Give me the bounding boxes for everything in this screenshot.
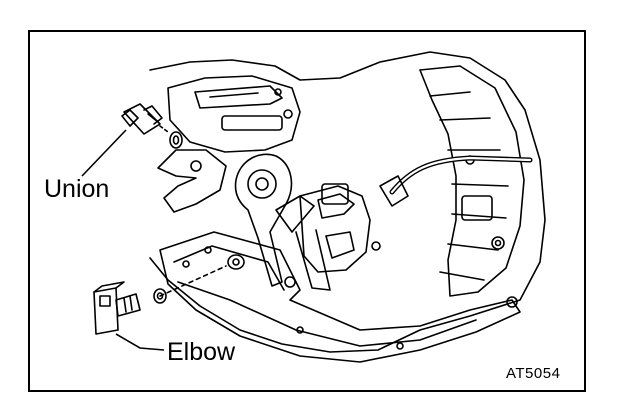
union-hex [121, 109, 139, 127]
bracket-hole [190, 160, 202, 172]
union-washer [169, 131, 183, 149]
switch-body [299, 185, 371, 273]
elbow-washer-inner [156, 292, 164, 300]
bell-housing [419, 65, 525, 297]
manual-lever [234, 153, 293, 287]
union-label: Union [44, 175, 110, 203]
union-leader-line [81, 129, 127, 177]
case-pad [461, 195, 493, 221]
oil-pan [159, 231, 521, 363]
elbow-port [227, 254, 245, 270]
lever-pivot-hub [255, 177, 269, 191]
bolt-head [494, 239, 502, 247]
transmission-case-outline [149, 51, 546, 353]
elbow-fitting-thread [123, 295, 133, 313]
upper-bracket [194, 85, 283, 109]
lever-arm [275, 195, 315, 233]
throttle-bracket [157, 149, 227, 213]
union-washer-inner [172, 135, 180, 145]
figure-code: AT5054 [506, 365, 561, 382]
elbow-fitting-cap [93, 281, 125, 293]
bolt-head [283, 109, 293, 119]
bolt-head [274, 88, 282, 96]
upper-slot [221, 115, 283, 131]
upper-housing [167, 75, 301, 153]
elbow-port-inner [232, 258, 240, 266]
pan-bolt [296, 326, 304, 334]
elbow-leader-line [115, 333, 165, 351]
union-fitting [123, 103, 161, 135]
tube-fitting [379, 175, 409, 207]
pan-bolt [204, 246, 212, 254]
union-centerline [159, 125, 169, 133]
figure-frame [28, 30, 586, 392]
pan-bolt [182, 260, 190, 268]
cooler-line-inner [390, 156, 532, 194]
pan-bolt [396, 342, 404, 350]
bolt-head [371, 241, 381, 251]
elbow-fitting-nozzle [115, 293, 141, 317]
switch-connector [321, 183, 349, 205]
elbow-centerline [159, 265, 227, 297]
cooler-line [389, 155, 533, 195]
elbow-washer [153, 288, 167, 304]
switch-body-detail [317, 193, 355, 259]
oil-pan-flange [173, 245, 477, 347]
linkage-rod [295, 229, 331, 291]
lever-pivot [247, 169, 277, 199]
elbow-fitting [93, 287, 119, 335]
elbow-label: Elbow [167, 338, 236, 366]
bolt-head [284, 276, 296, 288]
bolt-head [491, 236, 505, 250]
bell-housing-ribs [429, 91, 509, 281]
union-fitting-thread [143, 105, 163, 125]
elbow-hex [99, 295, 111, 307]
